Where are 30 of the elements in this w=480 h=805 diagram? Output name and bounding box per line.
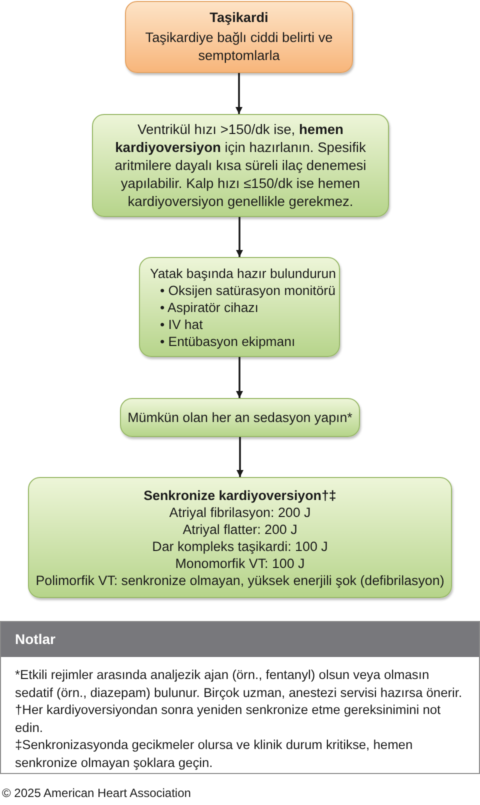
box-text: Taşikardiye bağlı ciddi belirti ve semptomlarla xyxy=(144,29,334,65)
arrow xyxy=(236,437,244,477)
arrow xyxy=(236,217,243,257)
list-item: • IV hat xyxy=(159,316,204,332)
arrow xyxy=(236,357,243,398)
footnote-text: ‡Senkronizasyonda gecikmeler olursa ve klinik durum kritikse, hemen senkronize olmayan şoklara geçin. xyxy=(15,736,414,772)
process-box xyxy=(120,398,360,437)
notes-header: Notlar xyxy=(1,622,479,657)
process-box xyxy=(28,477,452,598)
list-item: • Aspiratör cihazı xyxy=(159,298,260,316)
copyright-text: © 2025 American Heart Association xyxy=(2,786,191,800)
box-text: Atriyal fibrilasyon: 200 J xyxy=(168,504,312,520)
box-text: Polimorfik VT: senkronize olmayan, yüksek enerjili şok (defibrilasyon) xyxy=(34,572,446,588)
footnote-text: *Etkili rejimler arasında analjezik ajan (örn., fentanyl) olsun veya olmasın sedatif (örn., diazepam) bulunur. Birçok uzman, anestezi servisi hazırsa önerir. xyxy=(15,666,464,702)
box-text: Dar kompleks taşikardi: 100 J xyxy=(151,538,329,554)
list-item: • Entübasyon ekipmanı xyxy=(159,332,296,350)
list-item: • Oksijen satürasyon monitörü xyxy=(159,282,336,298)
box-text: Ventrikül hızı >150/dk ise, hemen kardiyoversiyon için hazırlanın. Spesifik aritmilere dayalı kısa süreli ilaç denemesi yapılabilir. Kalp hızı ≤150/dk ise hemen kardiyoversiyon genellikle gerekmez. xyxy=(114,120,368,210)
box-text: Atriyal flatter: 200 J xyxy=(182,520,298,538)
notes-panel xyxy=(0,621,480,774)
box-text: Mümkün olan her an sedasyon yapın* xyxy=(126,409,354,426)
process-box xyxy=(92,114,389,217)
process-box xyxy=(139,257,340,357)
box-text: Monomorfik VT: 100 J xyxy=(174,554,306,572)
footnote-text: †Her kardiyoversiyondan sonra yeniden senkronize etme gereksinimini not edin. xyxy=(15,701,442,736)
arrow xyxy=(236,73,242,114)
start-box xyxy=(125,1,353,73)
box-title: Senkronize kardiyoversiyon†‡ xyxy=(142,486,338,504)
box-title: Taşikardi xyxy=(208,9,270,27)
box-text: Yatak başında hazır bulundurun xyxy=(150,264,337,282)
